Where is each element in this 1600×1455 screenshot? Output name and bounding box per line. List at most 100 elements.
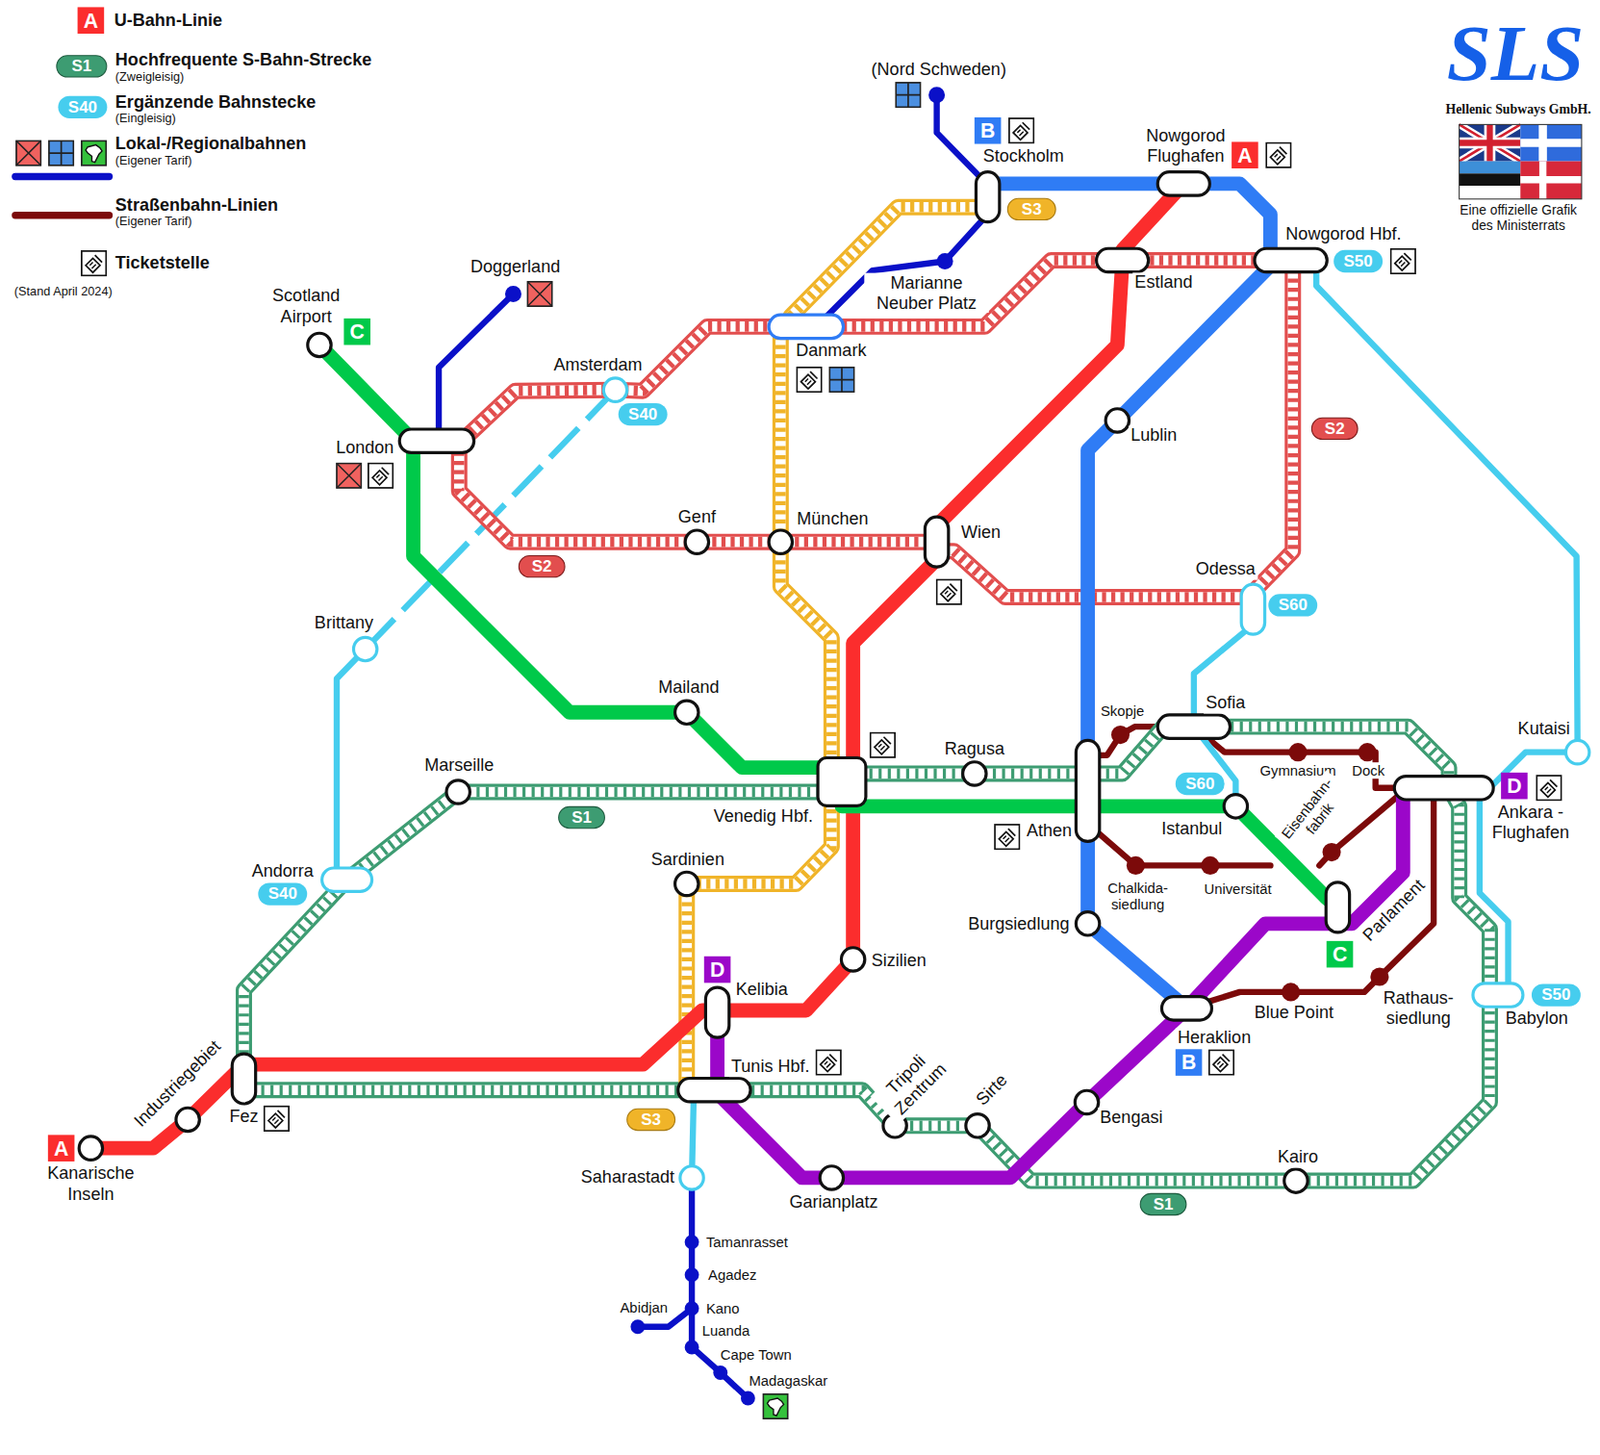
station-name: Estland [1132, 272, 1194, 293]
station-name: Kairo [1275, 1146, 1321, 1168]
station-marker: Genf [684, 528, 712, 556]
track-stroke [717, 959, 854, 1011]
station-marker: Fez [230, 1051, 258, 1105]
station-name: Marseille [422, 755, 496, 776]
station-name: München [794, 508, 870, 530]
station-name: Dock [1349, 761, 1387, 779]
badge-text: D [710, 959, 725, 980]
station-marker: Madagaskar [740, 1391, 756, 1406]
station-marker: Garianplatz [818, 1164, 846, 1192]
ticket-icon [870, 733, 895, 758]
ticket-icon [1536, 775, 1561, 800]
line-badge: C [343, 318, 371, 346]
legend-text: Ticketstelle [113, 253, 212, 274]
track-line [780, 541, 937, 543]
station-marker: London [398, 427, 477, 455]
badge-text: S2 [532, 558, 553, 575]
ticket-icon [994, 824, 1019, 849]
track-stroke [1117, 259, 1275, 421]
track-stroke [336, 649, 366, 881]
station-marker: Tripoli Zentrum [881, 1112, 909, 1140]
badge-text: C [350, 321, 365, 342]
track-line [319, 344, 414, 441]
station-name: Universität [1201, 880, 1273, 897]
track-stroke [457, 784, 842, 801]
track-stroke [1252, 259, 1293, 597]
station-marker: Kelibia [704, 986, 732, 1040]
station-marker: (Nord Schweden) [928, 86, 945, 103]
line-badge: S40 [618, 403, 668, 426]
track-line [780, 541, 832, 782]
station-name: Odessa [1193, 558, 1258, 580]
track-line [243, 1089, 714, 1091]
station-name: Danmark [793, 340, 868, 361]
station-marker: Kano [685, 1300, 700, 1316]
station-marker: Parlament [1324, 880, 1352, 934]
legend-text: U-Bahn-Linie [112, 10, 225, 31]
station-marker: Scotland Airport [305, 331, 333, 359]
tariff-icon [895, 82, 920, 107]
legend-swatch: S1 [55, 54, 107, 77]
ticket-icon [1209, 1049, 1234, 1074]
station-marker: Marianne Neuber Platz [937, 253, 954, 270]
track-stroke [681, 883, 692, 1090]
station-name: Wien [959, 522, 1003, 543]
track-stroke [772, 326, 789, 542]
station-name: Mailand [656, 677, 721, 698]
map-note: (Stand April 2024) [12, 284, 115, 300]
track-line [806, 259, 1123, 327]
legend-badge-text: A [83, 10, 99, 31]
track-stroke [464, 389, 616, 439]
station-marker: Eisenbahn- fabrik [1322, 842, 1342, 862]
track-stroke [681, 883, 692, 1090]
station-marker: Chalkida- siedlung [1126, 856, 1145, 875]
line-badge: S1 [1140, 1193, 1188, 1216]
legend-swatch: S40 [57, 96, 107, 119]
track-stroke [780, 541, 832, 782]
map-note: Eine offizielle Grafik des Ministerrats [1447, 203, 1589, 234]
badge-text: S3 [640, 1111, 661, 1128]
station-marker: Tamanrasset [685, 1234, 700, 1249]
track-stroke [944, 216, 986, 262]
station-name: Rathaus- siedlung [1376, 988, 1461, 1028]
station-marker: Rathaus- siedlung [1370, 966, 1389, 986]
station-marker: Andorra [320, 865, 374, 893]
track-line [457, 790, 842, 792]
track-stroke [780, 541, 832, 782]
station-marker: Sizilien [839, 945, 867, 973]
track-stroke [1252, 259, 1293, 597]
ticket-icon [1009, 118, 1034, 143]
track-stroke [1295, 787, 1491, 1181]
track-stroke [780, 536, 937, 548]
track-line [1117, 259, 1275, 421]
track-stroke [780, 536, 937, 548]
track-stroke [1087, 1008, 1188, 1103]
track-line [853, 558, 938, 960]
station-marker: Industriegebiet [174, 1106, 202, 1134]
station-marker: Marseille [444, 778, 472, 806]
track-stroke [1088, 798, 1237, 813]
station-name: Blue Point [1252, 1002, 1336, 1023]
badge-text: A [53, 1138, 69, 1159]
track-stroke [413, 440, 687, 712]
station-name: Kelibia [734, 979, 790, 1000]
track-line [685, 883, 687, 1090]
station-name: Chalkida- siedlung [1098, 879, 1177, 913]
badge-text: B [1181, 1051, 1196, 1072]
station-marker: Doggerland [505, 285, 522, 303]
station-marker: Nowgorod Flughafen [1156, 170, 1212, 198]
line-badge: B [1175, 1048, 1203, 1076]
station-marker: Sofia [1156, 712, 1232, 740]
ticket-icon [796, 367, 821, 392]
badge-text: S1 [571, 809, 592, 826]
ticket-icon [1391, 249, 1416, 274]
station-marker: Heraklion [1160, 994, 1214, 1022]
track-stroke [457, 787, 842, 798]
tariff-icon [81, 140, 106, 165]
track-stroke [243, 1010, 717, 1065]
track-stroke [458, 440, 697, 542]
station-name: Tunis Hbf. [729, 1056, 813, 1077]
line-badge: S60 [1268, 593, 1318, 616]
station-name: Kutaisi [1515, 718, 1572, 739]
track-stroke [780, 533, 937, 551]
